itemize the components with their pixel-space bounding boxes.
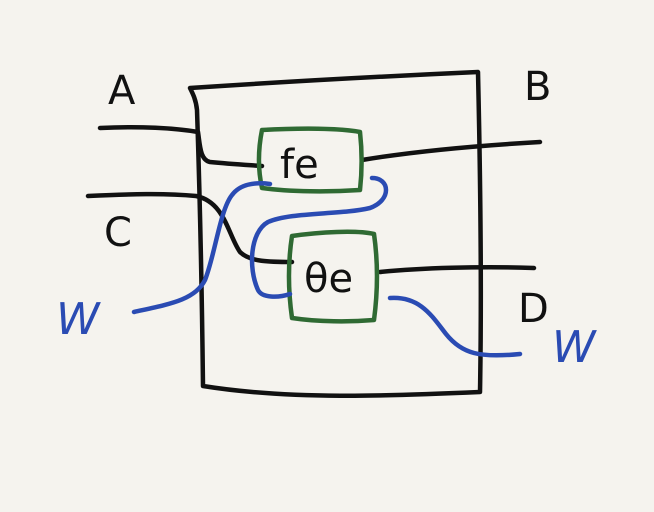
- label-c: C: [104, 210, 132, 256]
- wire-c: [85, 191, 295, 265]
- label-b: B: [524, 64, 551, 110]
- label-d: D: [518, 286, 549, 332]
- wire-w-right: [387, 295, 523, 358]
- label-a: A: [108, 68, 136, 114]
- label-theta-e: θe: [304, 256, 353, 302]
- label-w-left: W: [56, 294, 101, 345]
- fe-box: [256, 126, 364, 194]
- wire-b: [359, 139, 543, 163]
- label-fe: fe: [280, 142, 319, 188]
- outer-box: [187, 69, 484, 399]
- wire-w-left: [131, 181, 273, 315]
- wire-loop: [249, 175, 389, 299]
- wire-a: [97, 124, 265, 169]
- label-w-right: W: [552, 322, 597, 373]
- wire-d: [377, 264, 537, 275]
